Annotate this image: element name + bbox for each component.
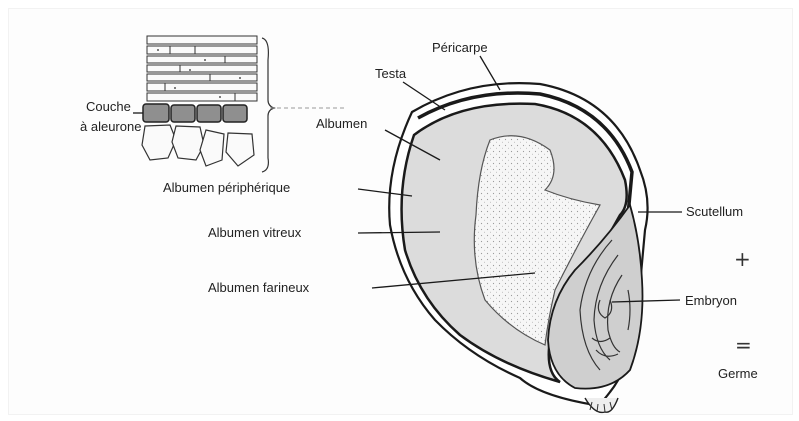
label-couche-line1: Couche: [86, 99, 131, 114]
aleurone-layer-cells: [143, 104, 247, 122]
label-equals: =: [735, 333, 752, 357]
label-embryon: Embryon: [685, 293, 737, 308]
layer-bracket: [262, 38, 274, 172]
label-plus: +: [734, 247, 751, 271]
label-albumen-farineux: Albumen farineux: [208, 280, 310, 295]
pericarp-cells: [147, 36, 257, 101]
label-albumen-peripherique: Albumen périphérique: [163, 180, 290, 195]
kernel-tip: [585, 398, 618, 412]
label-albumen: Albumen: [316, 116, 367, 131]
label-pericarpe: Péricarpe: [432, 40, 488, 55]
label-testa: Testa: [375, 66, 407, 81]
kernel: [389, 83, 647, 412]
label-scutellum: Scutellum: [686, 204, 743, 219]
tissue-layers-inset: [142, 36, 345, 172]
label-germe: Germe: [718, 366, 758, 381]
endosperm-cells: [142, 125, 254, 166]
label-albumen-vitreux: Albumen vitreux: [208, 225, 302, 240]
label-couche-line2: à aleurone: [80, 119, 141, 134]
